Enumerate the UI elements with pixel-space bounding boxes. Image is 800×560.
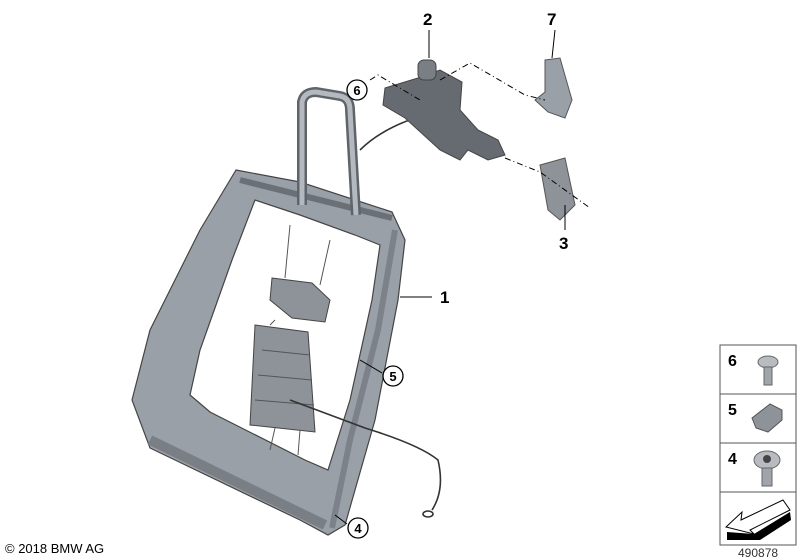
- legend-table: [719, 344, 797, 546]
- copyright: © 2018 BMW AG: [5, 541, 105, 556]
- legend-item-5-number: 5: [728, 402, 737, 419]
- trim-cover-lower: [539, 157, 576, 221]
- release-mechanism: [382, 59, 506, 161]
- lumbar-plate: [249, 324, 316, 433]
- trim-cover-upper: [534, 57, 573, 119]
- diagram-id: 490878: [738, 546, 779, 560]
- callout-5-circle: [382, 365, 404, 387]
- callout-2: 2: [423, 10, 432, 29]
- legend-item-4-number: 4: [728, 451, 737, 468]
- upper-plate: [269, 277, 331, 323]
- callout-7: 7: [547, 10, 556, 29]
- callout-4: 4: [354, 521, 362, 536]
- callout-6: 6: [353, 83, 360, 98]
- callout-5: 5: [389, 369, 396, 384]
- screw-icon: [757, 355, 779, 386]
- callout-6-circle: [346, 79, 368, 101]
- callout-3: 3: [559, 234, 568, 253]
- seat-back-frame: [131, 169, 406, 536]
- callout-4-circle: [347, 517, 369, 539]
- callout-1: 1: [440, 288, 449, 307]
- bolt-icon: [753, 450, 781, 487]
- clip-icon: [751, 403, 783, 433]
- legend-item-6-number: 6: [728, 353, 737, 370]
- arrow-icon: [724, 499, 791, 540]
